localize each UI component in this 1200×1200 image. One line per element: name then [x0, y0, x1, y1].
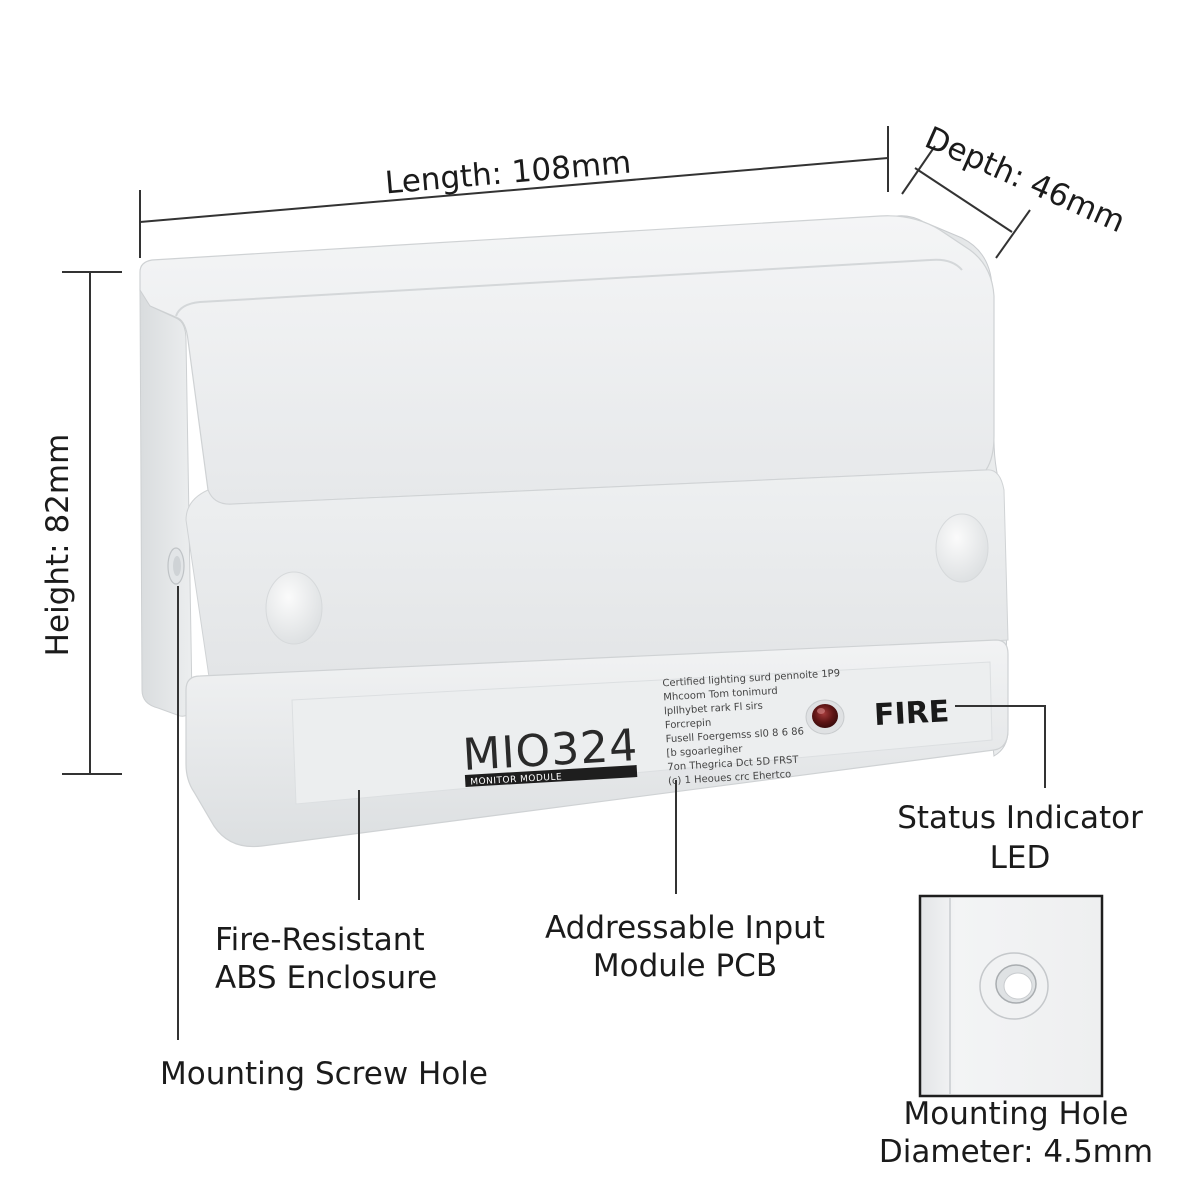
status-indicator-led: [805, 699, 845, 735]
enclosure-lid-ridge: [175, 258, 963, 317]
left-mounting-boss: [265, 571, 323, 645]
height-label: Height: 82mm: [40, 434, 76, 657]
fire-resistant-enclosure: [139, 215, 1009, 848]
height-dimension: Height: 82mm: [40, 271, 122, 775]
fire-label: FIRE: [873, 694, 950, 733]
status-led-label-line2: LED: [990, 840, 1051, 876]
enclosure-front-upper: [185, 469, 1009, 691]
mounting-hole-label-line2: Diameter: 4.5mm: [879, 1134, 1153, 1170]
mounting-hole-label-line1: Mounting Hole: [904, 1096, 1129, 1132]
screw-hole-label: Mounting Screw Hole: [160, 1056, 488, 1092]
pcb-label-line1: Addressable Input: [545, 910, 825, 946]
fine-print-line: [b sgoarlegiher: [666, 744, 743, 759]
enclosure-top-lid: [139, 215, 995, 505]
pcb-label-line2: Module PCB: [593, 948, 777, 984]
callout-lines: [177, 586, 1046, 1040]
enclosure-left-side: [139, 288, 193, 717]
depth-label: Depth: 46mm: [920, 120, 1131, 240]
model-strip: [464, 765, 638, 787]
label-panel: [291, 661, 993, 805]
mounting-hole-inset: [918, 894, 1104, 1098]
length-label: Length: 108mm: [384, 145, 633, 202]
enclosure-label-line1: Fire-Resistant: [215, 922, 425, 958]
product-branding: MIO324 MONITOR MODULE: [461, 720, 639, 788]
right-mounting-boss: [935, 513, 989, 583]
fine-print-line: Forcrepin: [665, 718, 712, 732]
status-led-label-line1: Status Indicator: [897, 800, 1143, 836]
enclosure-label-line2: ABS Enclosure: [215, 960, 437, 996]
